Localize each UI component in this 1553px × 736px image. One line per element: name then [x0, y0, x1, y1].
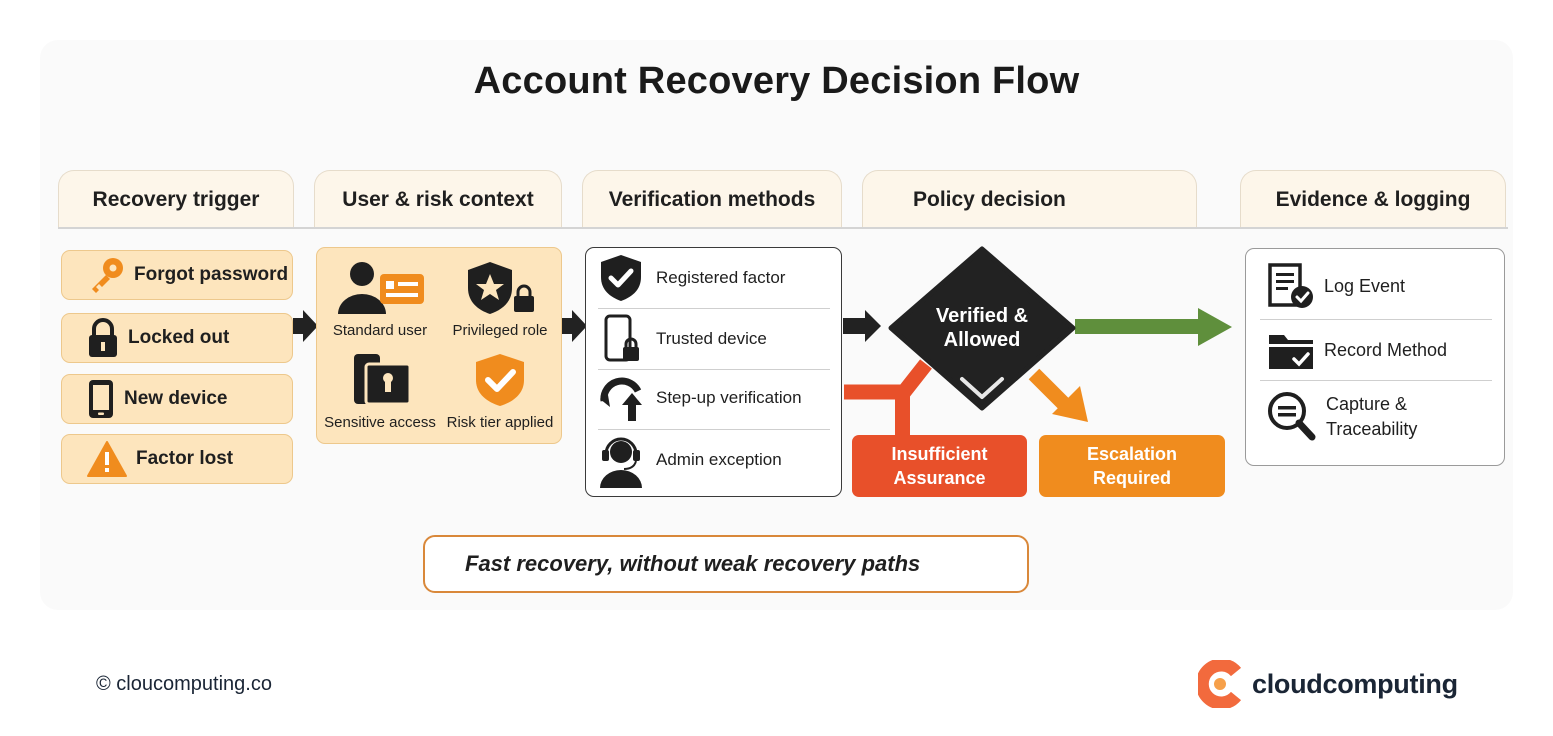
context-label: Standard user	[332, 322, 428, 339]
trigger-label: Forgot password	[134, 264, 289, 285]
outcome-label-line: Required	[1092, 468, 1171, 488]
outcome-insufficient-assurance: Insufficient Assurance	[852, 435, 1027, 497]
verification-label: Step-up verification	[656, 388, 802, 407]
outcome-escalation-required: Escalation Required	[1039, 435, 1225, 497]
context-privileged-role: Privileged role	[441, 260, 559, 339]
escalation-arrow-shaft	[1028, 368, 1070, 410]
column-header-verification-methods: Verification methods	[582, 170, 842, 228]
trigger-locked-out: Locked out	[61, 313, 293, 363]
magnifier-icon	[1268, 392, 1316, 441]
column-header-evidence-logging: Evidence & logging	[1240, 170, 1506, 228]
decision-diamond	[888, 246, 1076, 411]
evidence-label: Capture & Traceability	[1326, 392, 1417, 442]
row-divider	[598, 369, 830, 370]
step-up-icon	[600, 377, 642, 421]
context-label: Risk tier applied	[446, 414, 554, 431]
outcome-label-line: Insufficient	[891, 444, 988, 464]
phone-icon	[89, 380, 113, 418]
brand-logo: cloudcomputing	[1198, 660, 1458, 708]
shield-check-icon	[476, 354, 524, 406]
verification-label: Trusted device	[656, 329, 767, 348]
brand-name: cloudcomputing	[1252, 668, 1458, 699]
context-label: Sensitive access	[324, 414, 436, 431]
outcome-label-line: Assurance	[893, 468, 986, 488]
escalation-arrow-head	[1052, 386, 1088, 422]
document-check-icon	[1268, 263, 1313, 308]
trigger-new-device: New device	[61, 374, 293, 424]
diamond-label-line: Verified &	[935, 305, 1029, 327]
evidence-capture-traceability: Capture & Traceability	[1266, 389, 1417, 445]
context-label: Privileged role	[452, 322, 548, 339]
allowed-arrow-head	[1198, 308, 1232, 346]
outcome-label-line: Escalation	[1086, 444, 1178, 464]
shield-check-icon	[601, 255, 641, 301]
verification-admin-exception: Admin exception	[598, 430, 830, 490]
device-lock-icon	[354, 354, 412, 406]
tagline-banner: Fast recovery, without weak recovery pat…	[423, 535, 1029, 593]
row-divider	[1260, 380, 1492, 381]
verification-panel: Registered factor Trusted device Step-up…	[585, 247, 842, 497]
row-divider	[598, 429, 830, 430]
evidence-label-line: Traceability	[1326, 419, 1418, 439]
flow-arrow-3	[843, 310, 881, 342]
trigger-label: Locked out	[128, 327, 230, 348]
phone-lock-icon	[604, 314, 639, 362]
allowed-arrow-shaft	[1075, 319, 1199, 334]
chevron-down-icon	[960, 377, 1004, 399]
page-title: Account Recovery Decision Flow	[473, 60, 1080, 102]
headset-icon	[600, 437, 642, 488]
evidence-record-method: Record Method	[1266, 327, 1447, 373]
column-header-recovery-trigger: Recovery trigger	[58, 170, 294, 228]
row-divider	[598, 308, 830, 309]
verification-trusted-device: Trusted device	[598, 309, 830, 369]
trigger-forgot-password: Forgot password	[61, 250, 293, 300]
column-header-user-risk-context: User & risk context	[314, 170, 562, 228]
verification-label: Admin exception	[656, 450, 782, 469]
evidence-label-line: Capture &	[1326, 394, 1408, 414]
user-card-icon	[338, 262, 424, 314]
trigger-label: New device	[124, 388, 228, 409]
context-risk-tier: Risk tier applied	[441, 352, 559, 431]
verification-registered-factor: Registered factor	[598, 248, 830, 308]
row-divider	[1260, 319, 1492, 320]
context-panel: Standard user Privileged role Sensitive …	[316, 247, 562, 444]
trigger-factor-lost: Factor lost	[61, 434, 293, 484]
evidence-label: Log Event	[1324, 275, 1406, 296]
shield-star-lock-icon	[468, 262, 534, 314]
decision-connectors	[844, 308, 1232, 436]
header-divider	[58, 227, 1508, 229]
context-standard-user: Standard user	[321, 260, 439, 339]
insufficient-connector-stem	[895, 392, 910, 436]
copyright-text: © cloucomputing.co	[96, 673, 272, 695]
key-icon	[92, 258, 123, 293]
lock-icon	[89, 318, 117, 357]
flow-arrow-1	[293, 310, 318, 342]
warning-icon	[87, 441, 127, 477]
diamond-label-line: Allowed	[943, 329, 1021, 351]
decision-diamond-label: Verified & Allowed	[887, 304, 1077, 352]
trigger-label: Factor lost	[136, 448, 234, 469]
verification-label: Registered factor	[656, 268, 786, 287]
evidence-label: Record Method	[1324, 339, 1448, 360]
verification-step-up: Step-up verification	[598, 368, 830, 428]
column-header-policy-decision: Policy decision	[862, 170, 1197, 228]
context-sensitive-access: Sensitive access	[321, 352, 439, 431]
flow-arrow-2	[562, 310, 587, 342]
evidence-log-event: Log Event	[1266, 261, 1405, 311]
evidence-panel: Log Event Record Method Capture & Tracea…	[1245, 248, 1505, 466]
folder-check-icon	[1269, 335, 1313, 369]
cloudcomputing-logo-icon	[1198, 660, 1242, 708]
